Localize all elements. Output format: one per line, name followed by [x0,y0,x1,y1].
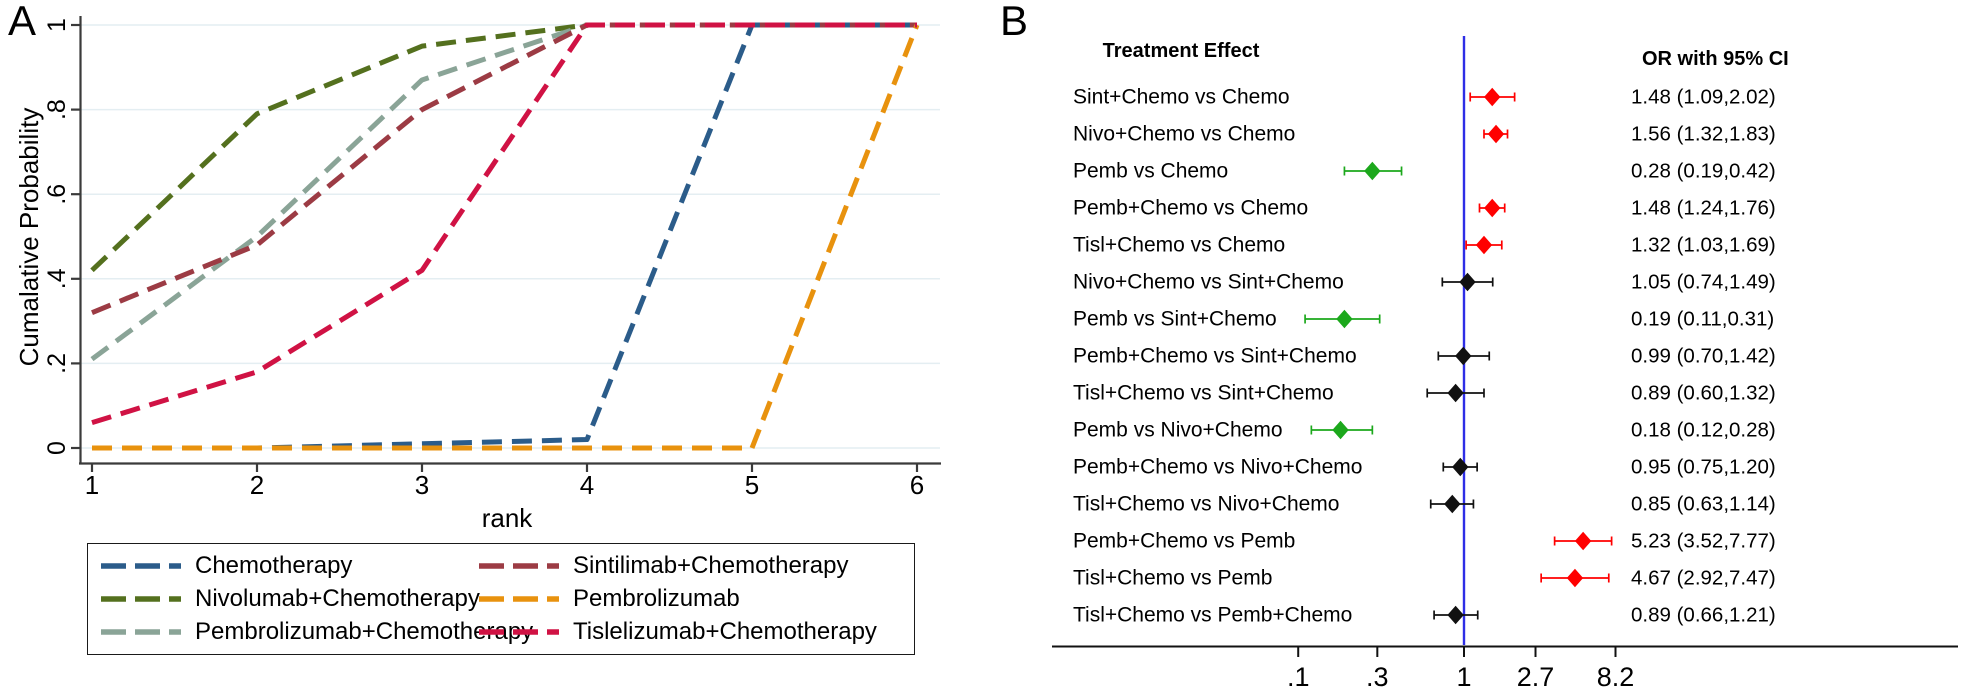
panel-b-or-ci-value: 1.48 (1.24,1.76) [1631,197,1776,220]
panel-a-series-tislelizumab-chemotherapy [91,22,917,426]
panel-b-x-tick-label: .1 [1287,662,1310,692]
panel-b-or-diamond [1444,494,1461,514]
panel-b-row-label: Nivo+Chemo vs Chemo [1073,123,1295,146]
legend-label: Tislelizumab+Chemotherapy [573,618,877,646]
legend-item-chemotherapy: Chemotherapy [100,549,478,582]
panel-a-x-tick-label: 2 [250,470,264,500]
panel-b-row-label: Pemb vs Chemo [1073,160,1228,183]
panel-b-row-label: Pemb+Chemo vs Nivo+Chemo [1073,456,1362,479]
panel-b-or-diamond [1566,568,1584,588]
panel-a-letter: A [8,0,37,44]
panel-b-or-ci-value: 1.32 (1.03,1.69) [1631,234,1776,257]
legend-dash-swatch [479,596,561,602]
panel-a-y-tick-label: .4 [43,268,71,289]
panel-b-row-label: Tisl+Chemo vs Nivo+Chemo [1073,493,1339,516]
panel-a-x-tick-label: 5 [745,470,759,500]
panel-a-x-tick-label: 1 [85,470,99,500]
panel-b-or-diamond [1452,457,1469,477]
panel-b-or-diamond [1364,161,1381,181]
panel-a-y-tick-label: .6 [43,184,71,205]
panel-b-or-ci-value: 1.05 (0.74,1.49) [1631,271,1776,294]
panel-b-or-diamond [1574,531,1592,551]
panel-b-row-label: Pemb vs Nivo+Chemo [1073,419,1283,442]
legend-label: Sintilimab+Chemotherapy [573,551,849,579]
panel-b-or-diamond [1484,198,1501,218]
panel-b-or-diamond [1336,309,1353,329]
panel-b-or-ci-value: 1.48 (1.09,2.02) [1631,86,1776,109]
panel-b-letter: B [1000,0,1029,44]
panel-b-treatment-effect-header: Treatment Effect [1102,40,1260,62]
panel-b-or-diamond [1484,87,1501,107]
panel-b-or-diamond [1459,272,1476,292]
panel-b-or-ci-value: 0.95 (0.75,1.20) [1631,456,1776,479]
panel-b-x-tick-label: 2.7 [1517,662,1555,692]
panel-b-or-diamond [1475,235,1493,255]
panel-b-x-tick-label: 1 [1456,662,1471,692]
panel-b-x-tick-label: 8.2 [1597,662,1635,692]
panel-b-or-ci-value: 0.18 (0.12,0.28) [1631,419,1776,442]
panel-b-or-ci-header: OR with 95% CI [1642,48,1789,70]
panel-a-x-tick-label: 4 [580,470,594,500]
panel-b-row-label: Tisl+Chemo vs Pemb [1073,567,1272,590]
legend-dash-swatch [101,596,183,602]
panel-b-row-label: Tisl+Chemo vs Sint+Chemo [1073,382,1334,405]
panel-b-row-label: Sint+Chemo vs Chemo [1073,86,1290,109]
panel-b-or-ci-value: 0.85 (0.63,1.14) [1631,493,1776,516]
legend-item-tislelizumab-chemotherapy: Tislelizumab+Chemotherapy [478,616,906,649]
panel-a-y-axis-title: Cumalative Probability [14,107,44,367]
legend-dash-swatch [479,562,561,569]
panel-b-or-ci-value: 5.23 (3.52,7.77) [1631,530,1776,553]
panel-a-y-tick-label: 0 [43,441,71,455]
legend-label: Chemotherapy [195,551,353,579]
panel-b-row-label: Pemb+Chemo vs Chemo [1073,197,1308,220]
panel-a-y-tick-label: 1 [43,18,71,32]
panel-b-or-diamond [1332,420,1349,440]
panel-a-x-tick-label: 6 [910,470,924,500]
panel-b-or-ci-value: 0.99 (0.70,1.42) [1631,345,1776,368]
legend-dash-swatch [101,562,183,569]
panel-b-x-tick-label: .3 [1366,662,1389,692]
legend-label: Pembrolizumab+Chemotherapy [195,618,534,646]
panel-b-row-label: Tisl+Chemo vs Chemo [1073,234,1285,257]
panel-b-row-label: Pemb vs Sint+Chemo [1073,308,1277,331]
panel-b-or-diamond [1447,383,1464,403]
legend-label: Pembrolizumab [573,584,740,612]
panel-a-y-tick-label: .8 [43,99,71,120]
panel-b-or-ci-value: 1.56 (1.32,1.83) [1631,123,1776,146]
panel-b-row-label: Pemb+Chemo vs Sint+Chemo [1073,345,1357,368]
panel-a-series-pembrolizumab [92,24,920,451]
panel-b-or-ci-value: 0.19 (0.11,0.31) [1631,308,1774,331]
panel-a-x-tick-label: 3 [415,470,429,500]
legend-item-sintilimab-chemotherapy: Sintilimab+Chemotherapy [478,549,906,582]
panel-b-or-diamond [1455,346,1472,366]
panel-b-row-label: Tisl+Chemo vs Pemb+Chemo [1073,604,1352,627]
legend-item-pembrolizumab: Pembrolizumab [478,582,906,615]
legend-item-nivolumab-chemotherapy: Nivolumab+Chemotherapy [100,582,480,615]
panel-b-or-ci-value: 0.28 (0.19,0.42) [1631,160,1776,183]
legend-dash-swatch [479,629,561,636]
panel-b-or-ci-value: 4.67 (2.92,7.47) [1631,567,1776,590]
panel-b-row-label: Nivo+Chemo vs Sint+Chemo [1073,271,1344,294]
panel-b-or-diamond [1487,124,1505,144]
panel-b-or-ci-value: 0.89 (0.66,1.21) [1631,604,1776,627]
panel-a-series-pembrolizumab-chemotherapy [90,22,917,362]
panel-b-or-ci-value: 0.89 (0.60,1.32) [1631,382,1776,405]
panel-a-y-tick-label: .2 [43,353,71,374]
legend-label: Nivolumab+Chemotherapy [195,584,480,612]
panel-b-or-diamond [1447,605,1464,625]
panel-a-x-axis-title: rank [481,503,533,533]
legend-item-pembrolizumab-chemotherapy: Pembrolizumab+Chemotherapy [100,616,533,649]
panel-b-row-label: Pemb+Chemo vs Pemb [1073,530,1295,553]
legend-dash-swatch [101,629,183,636]
